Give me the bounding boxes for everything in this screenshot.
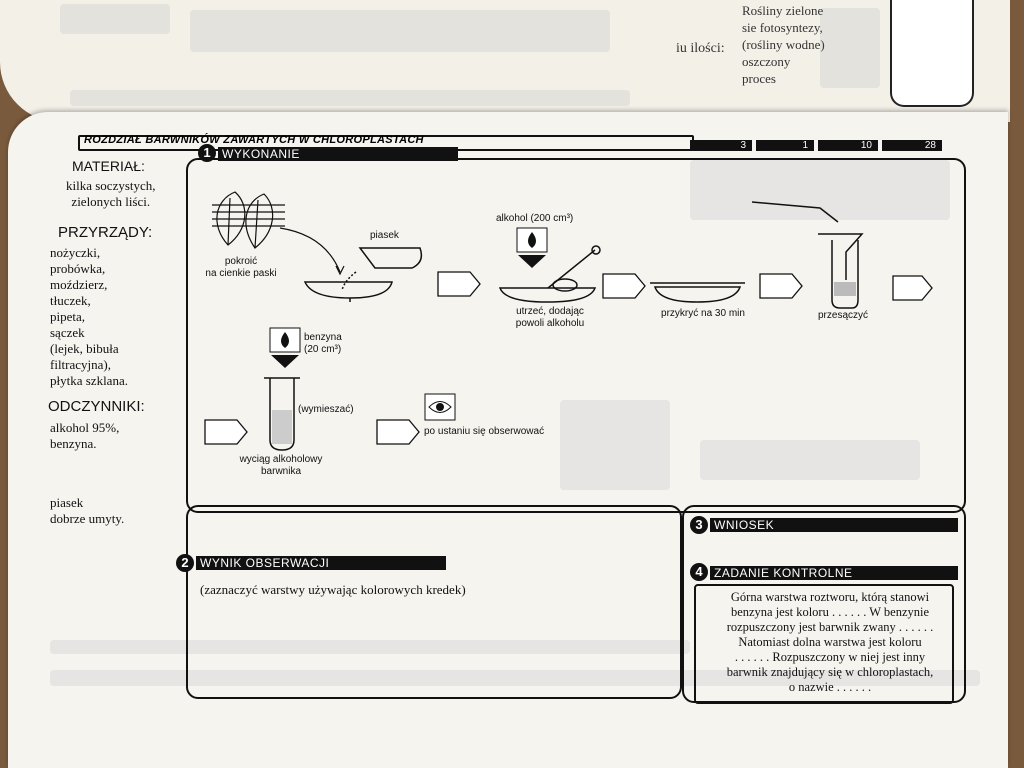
section-number: 2 [176,554,194,572]
section-title-observation: WYNIK OBSERWACJI [196,556,446,570]
material-heading: MATERIAŁ: [72,158,145,174]
benzyna-drop-icon [269,327,301,368]
section-title-conclusion: WNIOSEK [710,518,958,532]
header-number: 3 [690,140,752,151]
section-number: 1 [198,144,216,162]
filter-label: przesączyć [818,310,869,321]
observation-note: (zaznaczyć warstwy używając kolorowych k… [200,582,466,597]
procedure-frame [186,158,966,513]
observation-frame [186,505,682,699]
arrow-icon [204,271,933,445]
leaves-icon [212,191,345,276]
worksheet-page [8,112,1008,768]
reagents-list: alkohol 95%,benzyna. [50,420,120,451]
benzyna-label: benzyna(20 cm³) [304,332,342,355]
tools-heading: PRZYRZĄDY: [58,224,153,241]
header-number: 28 [882,140,942,151]
mortar-icon [303,247,423,302]
section-number: 4 [690,563,708,581]
header-number: 1 [756,140,814,151]
cover-label: przykryć na 30 min [661,308,745,319]
material-text: kilka soczystych,zielonych liści. [66,178,156,209]
task-frame [694,584,954,704]
alcohol-drop-icon [516,227,548,268]
eye-icon [424,393,456,421]
tools-list: nożyczki,probówka,moździerz, tłuczek,pip… [50,245,128,388]
prev-page-box [890,0,974,107]
mix-label: (wymieszać) [298,404,354,415]
section-number: 3 [690,516,708,534]
covered-dish-icon [650,282,745,303]
alcohol-label: alkohol (200 cm³) [496,213,574,224]
prev-page-text: iu ilości: [676,41,725,56]
observe-label: po ustaniu się obserwować [424,426,545,437]
test-tube-icon [264,377,300,451]
section-title-procedure: WYKONANIE [218,147,458,161]
previous-page: iu ilości: Rośliny zielone sie fotosynte… [0,0,1010,122]
funnel-icon [751,201,864,309]
reagents-heading: ODCZYNNIKI: [48,398,145,415]
section-title-task: ZADANIE KONTROLNE [710,566,958,580]
sand-label: piasek [370,230,399,241]
pestle-icon [498,245,601,303]
chapter-title: ROZDZIAŁ BARWNIKÓW ZAWARTYCH W CHLOROPLA… [84,134,424,146]
prev-page-column: Rośliny zielone sie fotosyntezy, (roślin… [742,3,825,86]
header-number: 10 [818,140,878,151]
